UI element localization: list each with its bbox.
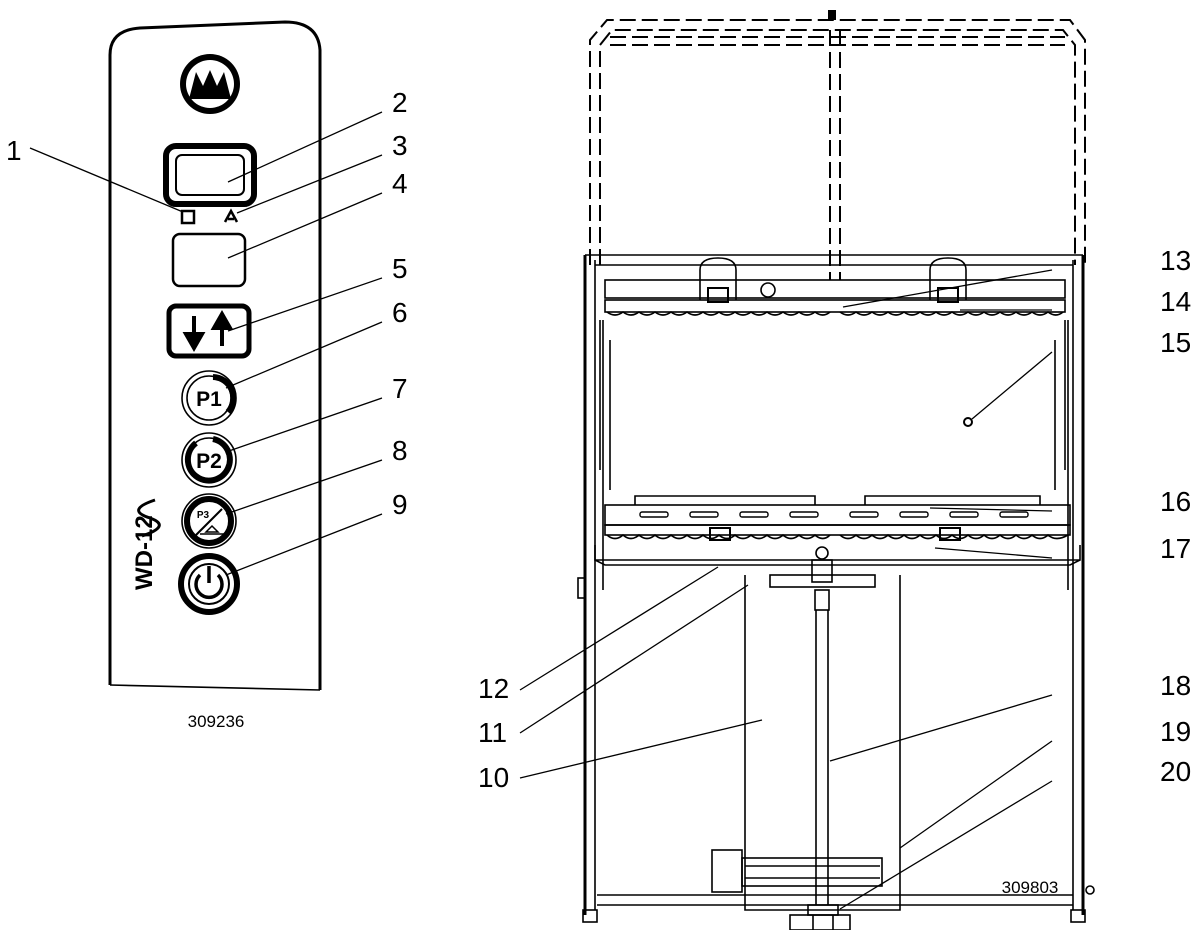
- p1-label: P1: [196, 388, 222, 411]
- cycle-arrows-button[interactable]: [166, 303, 252, 359]
- leader-lines: [29, 111, 1053, 910]
- upper-display: [163, 143, 257, 207]
- callout-19: 19: [1160, 716, 1191, 747]
- callout-12: 12: [478, 673, 509, 704]
- callout-7: 7: [392, 373, 408, 404]
- brand-logo-icon: [180, 54, 240, 114]
- callout-4: 4: [392, 168, 408, 199]
- panel-drawing-number: 309236: [188, 712, 245, 731]
- callout-8: 8: [392, 435, 408, 466]
- callout-6: 6: [392, 297, 408, 328]
- callout-2: 2: [392, 87, 408, 118]
- callout-10: 10: [478, 762, 509, 793]
- callout-16: 16: [1160, 486, 1191, 517]
- callout-14: 14: [1160, 286, 1191, 317]
- machine-drawing-number: 309803: [1002, 878, 1059, 897]
- model-logo-icon: [137, 498, 161, 538]
- callout-labels: 1 2 3 4 5 6 7 8 9 10 11 12 13 14 15 16 1…: [6, 87, 1191, 793]
- temperature-indicator-icon: [223, 208, 239, 223]
- p3-label: P3: [197, 510, 210, 521]
- callout-17: 17: [1160, 533, 1191, 564]
- callout-11: 11: [478, 717, 507, 748]
- p2-label: P2: [196, 450, 222, 473]
- program-p1-button[interactable]: [181, 370, 237, 426]
- callout-13: 13: [1160, 245, 1191, 276]
- callout-5: 5: [392, 253, 408, 284]
- tank-indicator-icon: [180, 209, 196, 225]
- callout-3: 3: [392, 130, 408, 161]
- lower-display: [171, 232, 247, 288]
- control-panel: [108, 20, 322, 691]
- program-p2-button[interactable]: [181, 432, 237, 488]
- power-icon: [194, 573, 224, 600]
- callout-18: 18: [1160, 670, 1191, 701]
- callout-15: 15: [1160, 327, 1191, 358]
- power-button[interactable]: [178, 553, 240, 615]
- button-labels: P1 P2 P3: [196, 388, 222, 521]
- machine-drawing: [577, 10, 1095, 930]
- model-name: WD-12: [131, 515, 158, 590]
- callout-9: 9: [392, 489, 408, 520]
- callout-1: 1: [6, 135, 22, 166]
- callout-20: 20: [1160, 756, 1191, 787]
- program-p3-button[interactable]: [181, 493, 237, 549]
